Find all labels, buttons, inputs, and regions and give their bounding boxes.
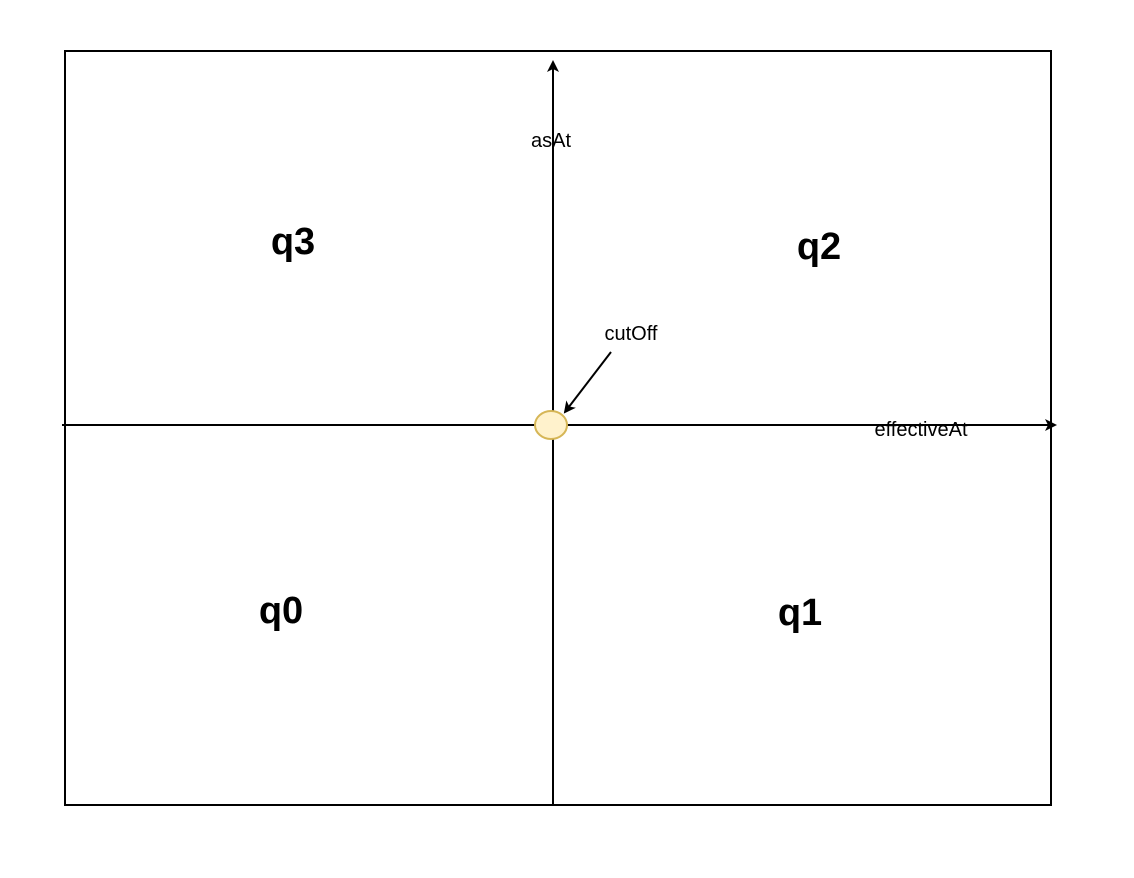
cutoff-label: cutOff bbox=[605, 323, 658, 345]
quadrant-label-q2: q2 bbox=[797, 226, 841, 268]
cutoff-pointer-arrow bbox=[563, 351, 612, 414]
y-axis-label: asAt bbox=[531, 130, 571, 152]
quadrant-label-q3: q3 bbox=[271, 221, 315, 263]
quadrant-label-q0: q0 bbox=[259, 590, 303, 632]
quadrant-label-q1: q1 bbox=[778, 592, 822, 634]
cutoff-origin-marker bbox=[534, 410, 568, 440]
x-axis-label: effectiveAt bbox=[874, 419, 967, 441]
